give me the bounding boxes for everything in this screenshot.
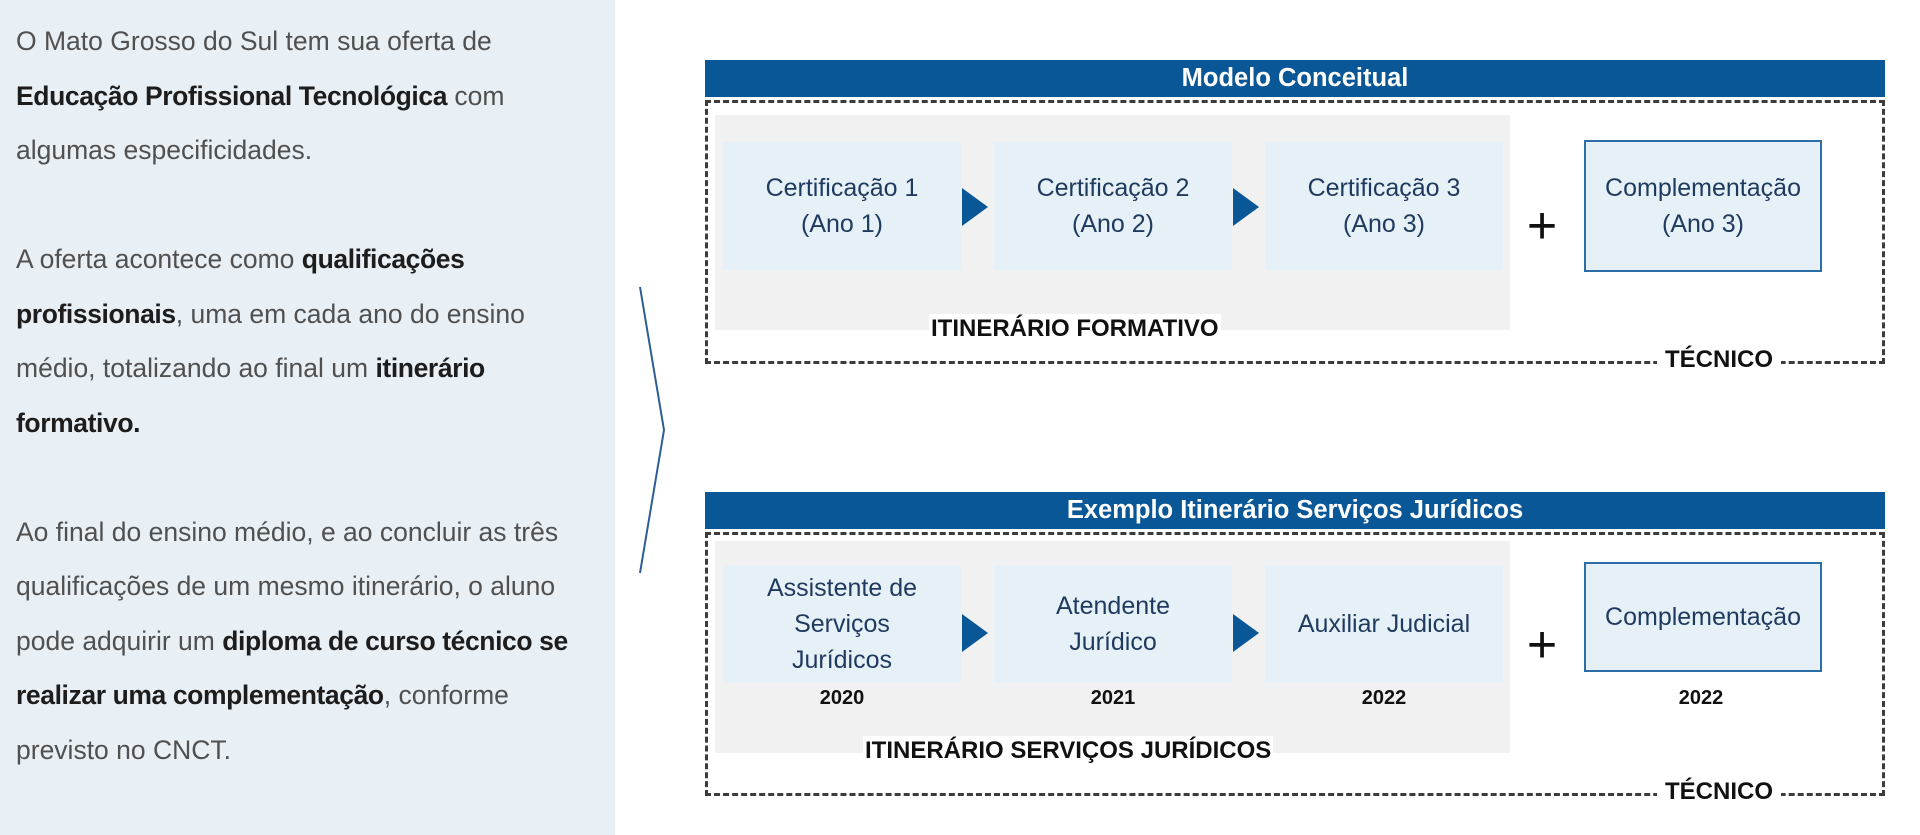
- paragraph-2: A oferta acontece como qualificações pro…: [16, 244, 525, 438]
- complementation-box: Complementação: [1584, 562, 1822, 672]
- legal-attendant-box: Atendente Jurídico: [994, 565, 1232, 683]
- model-header: Modelo Conceitual: [705, 60, 1885, 97]
- complementation-box: Complementação (Ano 3): [1584, 140, 1822, 272]
- arrow-right-icon: [1233, 614, 1259, 652]
- itinerary-label: ITINERÁRIO FORMATIVO: [929, 314, 1221, 344]
- tecnico-label: TÉCNICO: [1657, 346, 1781, 374]
- judicial-assistant-box: Auxiliar Judicial: [1265, 565, 1503, 683]
- certification-1-box: Certificação 1 (Ano 1): [723, 142, 961, 270]
- left-panel: O Mato Grosso do Sul tem sua oferta de E…: [0, 0, 615, 835]
- paragraph-3: Ao final do ensino médio, e ao concluir …: [16, 516, 568, 765]
- complement-year-label: 2022: [1678, 687, 1724, 709]
- chevron-bracket-icon: [639, 286, 666, 574]
- year-label: 2021: [1090, 687, 1136, 709]
- year-label: 2022: [1361, 687, 1407, 709]
- tecnico-label: TÉCNICO: [1657, 778, 1781, 806]
- arrow-right-icon: [1233, 188, 1259, 226]
- example-header: Exemplo Itinerário Serviços Jurídicos: [705, 492, 1885, 529]
- example-dashed-frame: [705, 532, 1885, 796]
- plus-sign: +: [1526, 197, 1558, 255]
- model-dashed-frame: [705, 100, 1885, 364]
- arrow-right-icon: [962, 188, 988, 226]
- assistant-legal-services-box: Assistente de Serviços Jurídicos: [723, 565, 961, 683]
- certification-3-box: Certificação 3 (Ano 3): [1265, 142, 1503, 270]
- certification-2-box: Certificação 2 (Ano 2): [994, 142, 1232, 270]
- arrow-right-icon: [962, 614, 988, 652]
- description-text: O Mato Grosso do Sul tem sua oferta de E…: [16, 14, 596, 832]
- itinerary-label: ITINERÁRIO SERVIÇOS JURÍDICOS: [863, 736, 1274, 766]
- year-label: 2020: [819, 687, 865, 709]
- plus-sign: +: [1526, 616, 1558, 674]
- paragraph-1: O Mato Grosso do Sul tem sua oferta de E…: [16, 26, 505, 165]
